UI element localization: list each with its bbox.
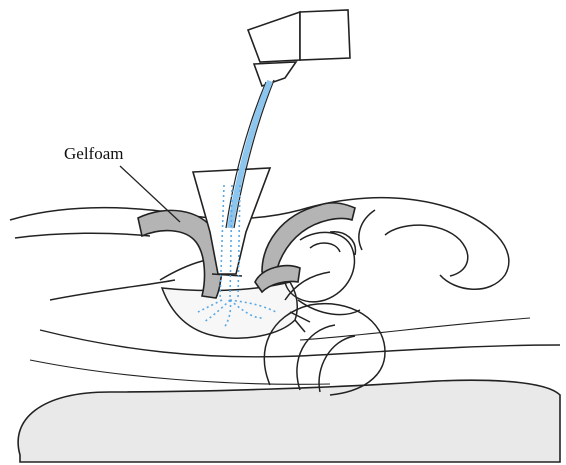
lower-body-shape xyxy=(18,318,560,462)
gelfoam-label: Gelfoam xyxy=(64,144,123,164)
nozzle-device xyxy=(248,10,350,86)
